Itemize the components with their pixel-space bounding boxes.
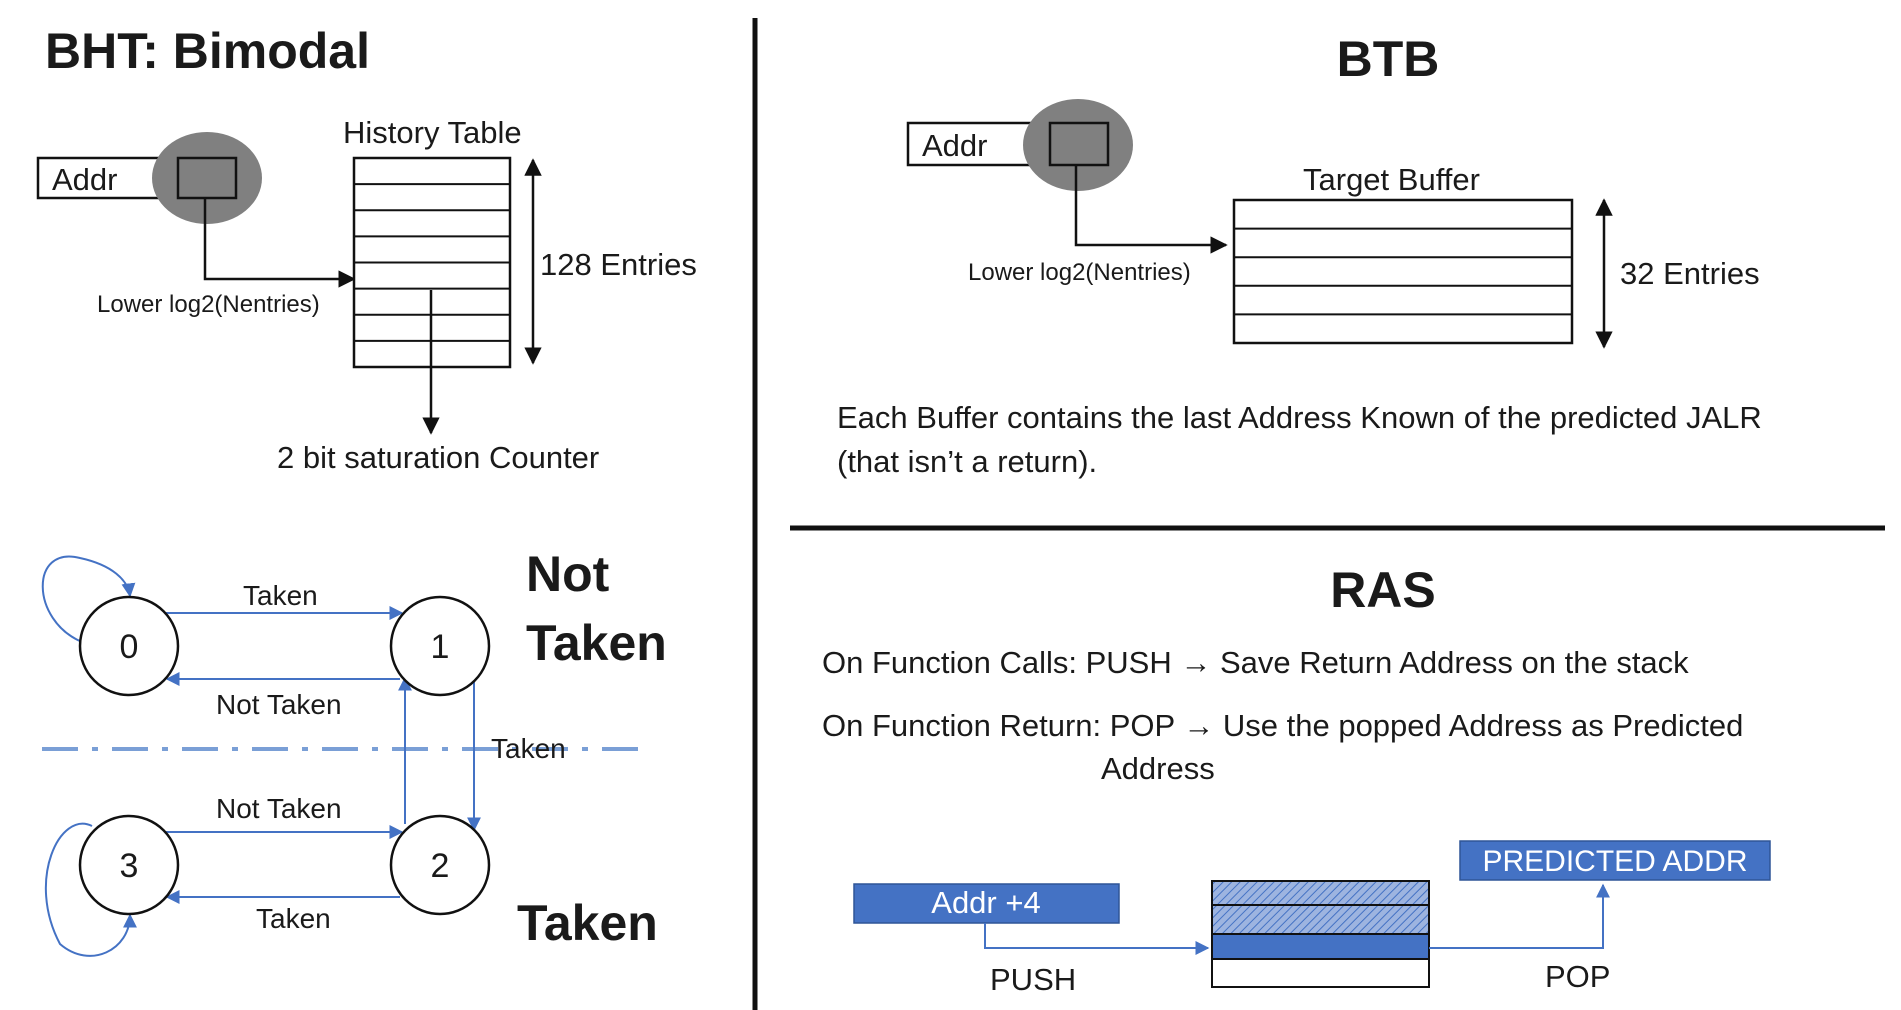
fsm-state-1: 1 xyxy=(389,595,491,697)
history-table-title: History Table xyxy=(343,115,522,150)
bimodal-fsm: Taken Not Taken Taken Not Taken Taken 0 … xyxy=(41,546,667,957)
ras-title: RAS xyxy=(1330,562,1436,618)
btb-title: BTB xyxy=(1337,31,1440,87)
btb-description-line1: Each Buffer contains the last Address Kn… xyxy=(837,400,1762,435)
bht-title: BHT: Bimodal xyxy=(45,23,370,79)
counter-label: 2 bit saturation Counter xyxy=(277,440,599,475)
btb-index-highlight xyxy=(1023,99,1133,191)
fsm-state-0-label: 0 xyxy=(120,628,139,666)
target-buffer xyxy=(1232,198,1574,345)
bht-entries-label: 128 Entries xyxy=(540,247,697,282)
btb-index-arrow xyxy=(1074,165,1228,254)
fsm-state-0: 0 xyxy=(78,595,180,697)
fsm-state-2: 2 xyxy=(389,814,491,916)
ras-return-line2: Address xyxy=(1101,751,1215,786)
region-not-taken-line2: Taken xyxy=(526,615,667,671)
fsm-state-2-label: 2 xyxy=(431,847,450,885)
stack-slot-empty xyxy=(1211,958,1430,988)
bht-index-highlight xyxy=(152,132,262,224)
btb-entries-label: 32 Entries xyxy=(1620,256,1760,291)
edge-label-taken-2-3: Taken xyxy=(256,903,331,934)
fsm-state-3-label: 3 xyxy=(120,847,139,885)
edge-label-nottaken-3-2: Not Taken xyxy=(216,793,342,824)
target-buffer-title: Target Buffer xyxy=(1303,162,1480,197)
btb-index-label: Lower log2(Nentries) xyxy=(968,259,1191,286)
stack-slot-top xyxy=(1211,933,1430,960)
bht-index-label: Lower log2(Nentries) xyxy=(97,291,320,318)
bht-addr-label: Addr xyxy=(52,162,117,197)
edge-label-taken-0-1: Taken xyxy=(243,580,318,611)
push-box-label: Addr +4 xyxy=(931,885,1040,920)
bht-addr-register: Addr xyxy=(36,132,262,224)
fsm-state-1-label: 1 xyxy=(431,628,450,666)
bht-index-arrow xyxy=(203,198,356,288)
stack-slot-2 xyxy=(1211,904,1430,935)
self-loop-3 xyxy=(44,822,137,957)
btb-addr-register: Addr xyxy=(906,99,1133,191)
btb-addr-label: Addr xyxy=(922,128,987,163)
ras-call-line: On Function Calls: PUSH → Save Return Ad… xyxy=(822,645,1689,680)
region-taken: Taken xyxy=(517,895,658,951)
self-loop-0 xyxy=(41,555,136,643)
predicted-addr-box: PREDICTED ADDR xyxy=(1459,840,1771,881)
pop-arrow xyxy=(1429,883,1610,949)
push-box: Addr +4 xyxy=(853,883,1120,924)
region-not-taken-line1: Not xyxy=(526,546,610,602)
return-address-stack xyxy=(1211,880,1430,988)
predicted-addr-label: PREDICTED ADDR xyxy=(1482,845,1747,878)
push-arrow xyxy=(984,923,1210,955)
push-label: PUSH xyxy=(990,962,1076,997)
edge-label-taken-1-2: Taken xyxy=(491,733,566,764)
history-table xyxy=(352,156,512,369)
ras-return-line1: On Function Return: POP → Use the popped… xyxy=(822,708,1743,743)
fsm-state-3: 3 xyxy=(78,814,180,916)
stack-slot-1 xyxy=(1211,880,1430,906)
target-buffer-outline xyxy=(1232,198,1574,345)
btb-description-line2: (that isn’t a return). xyxy=(837,444,1097,479)
edge-label-nottaken-1-0: Not Taken xyxy=(216,689,342,720)
pop-label: POP xyxy=(1545,959,1610,994)
